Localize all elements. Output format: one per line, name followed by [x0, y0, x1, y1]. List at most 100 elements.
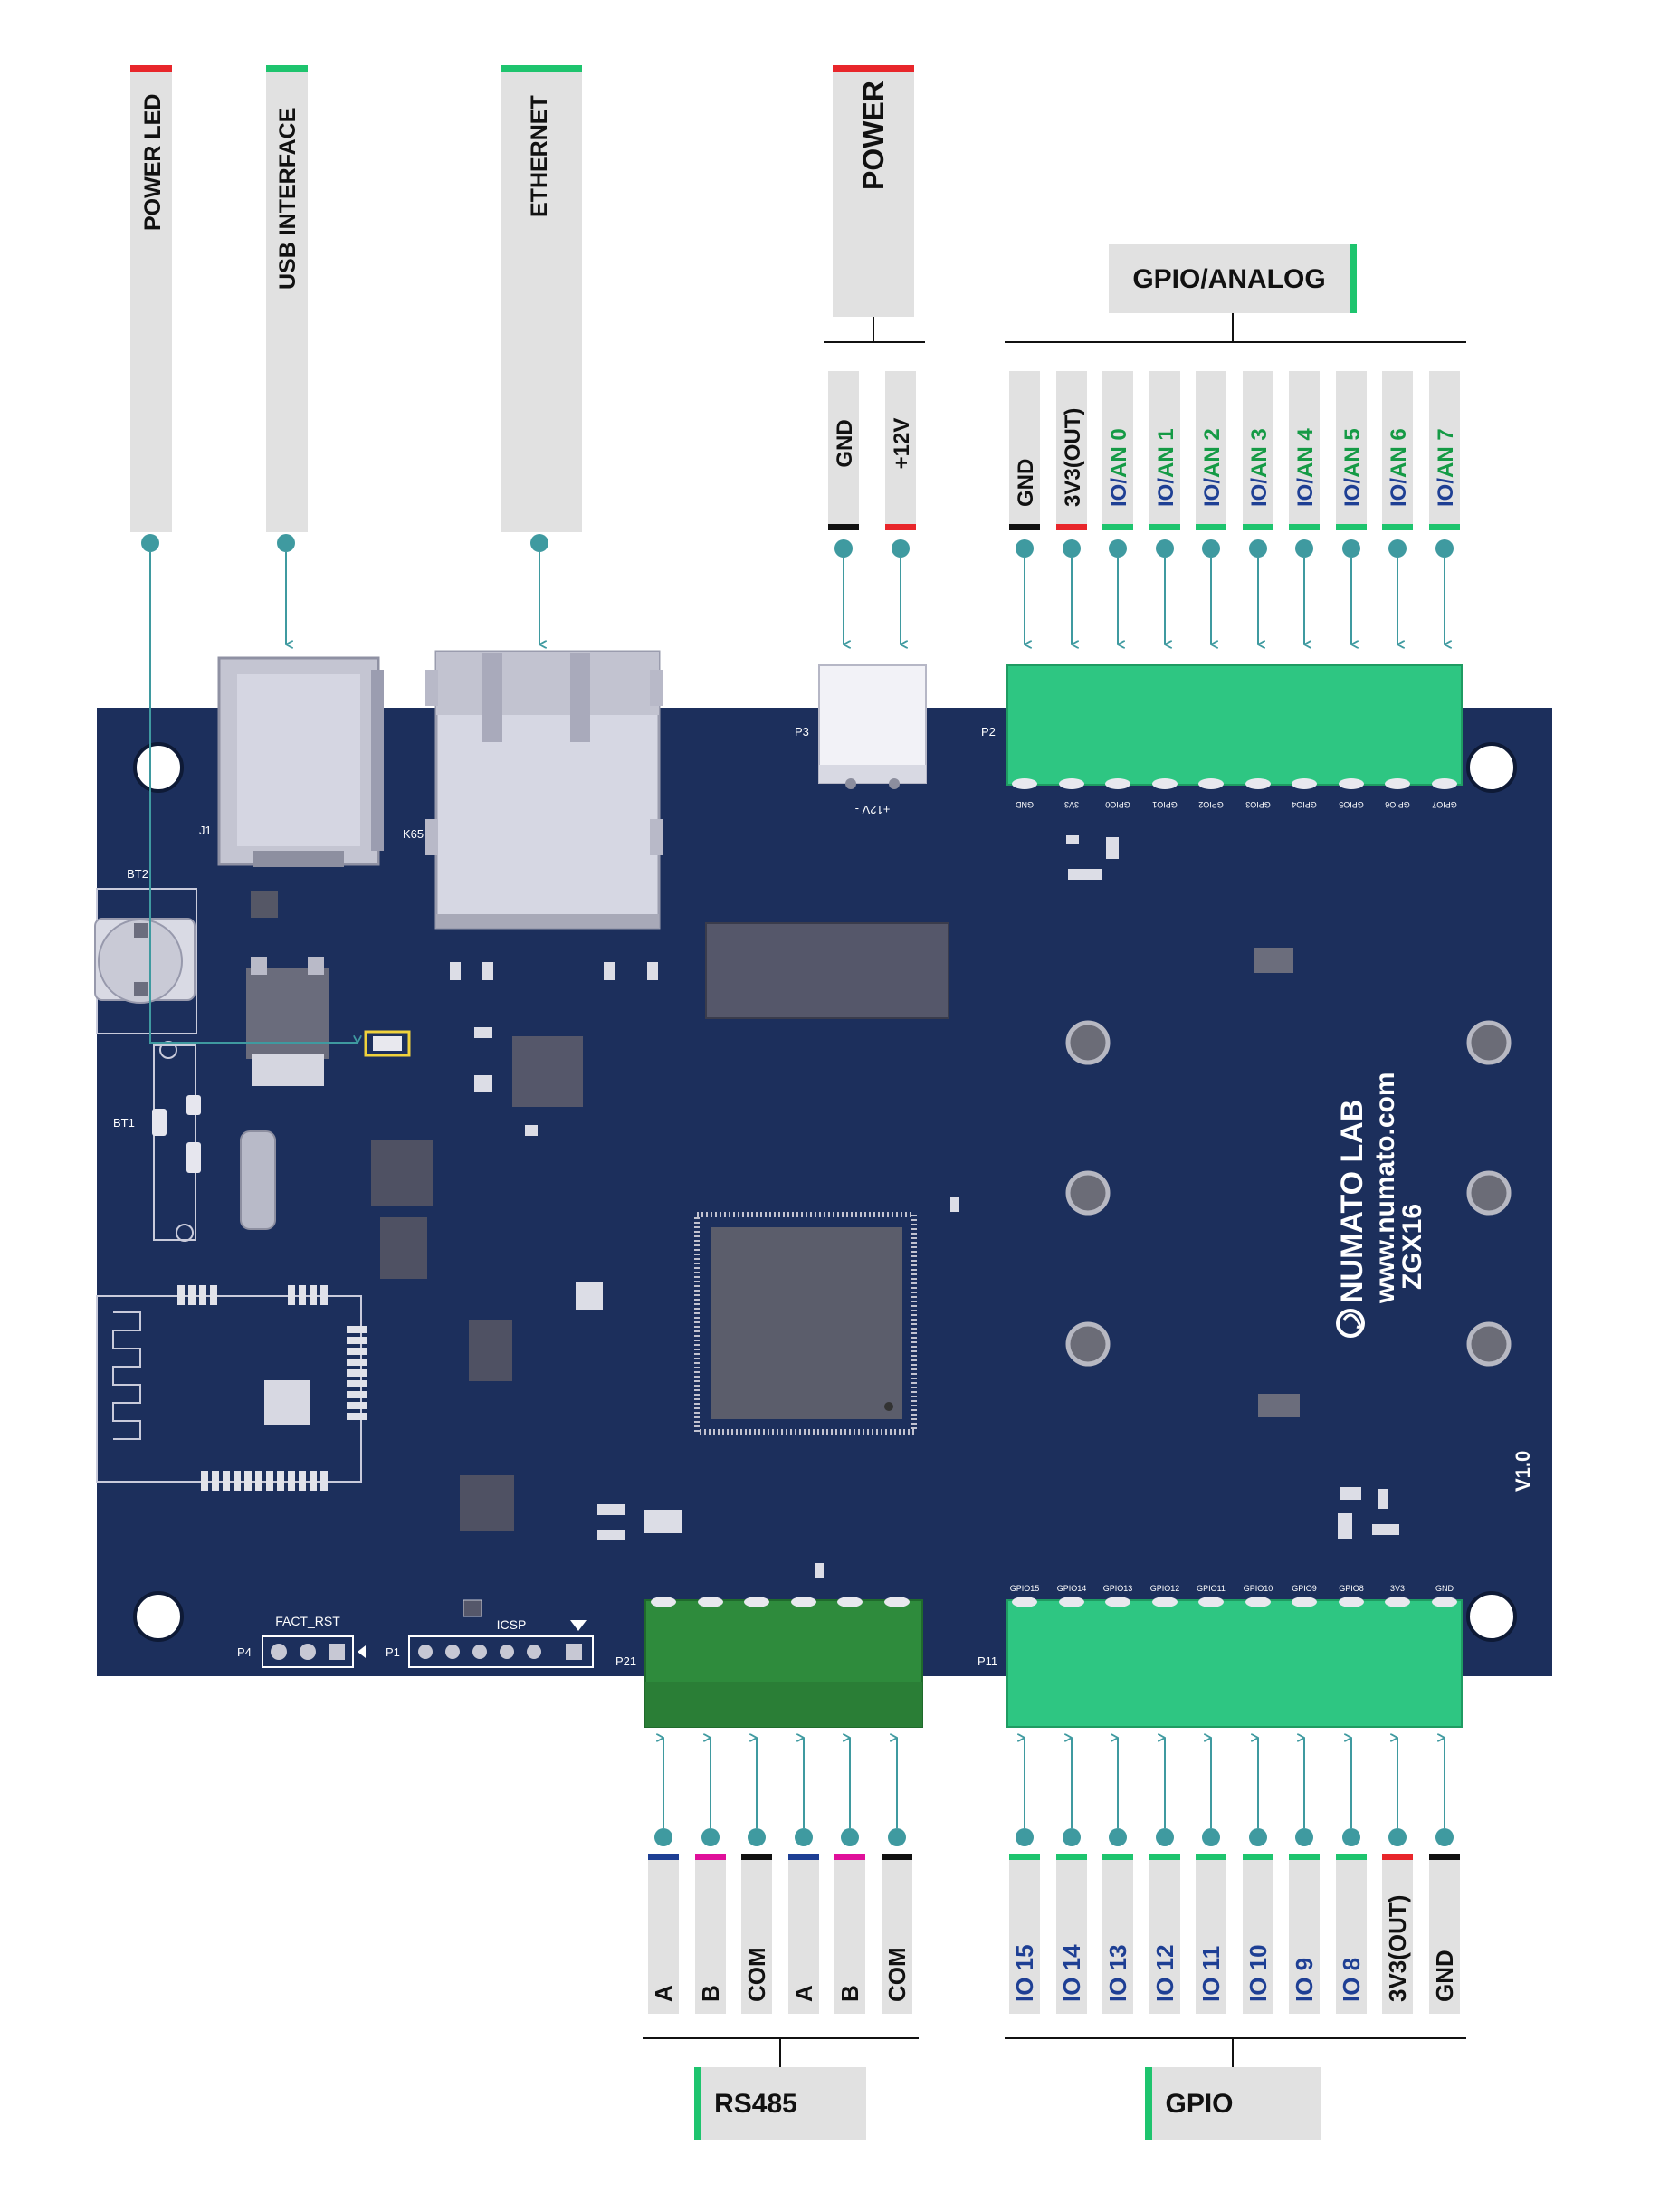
relay-ic — [705, 922, 949, 1019]
power-pin-12v: +12V — [885, 371, 916, 644]
module-pad — [310, 1471, 317, 1491]
module-pad — [201, 1471, 208, 1491]
pin-accent-bar — [1196, 1854, 1226, 1860]
smd-part — [1340, 1487, 1361, 1500]
callout-label-bg — [833, 72, 914, 317]
board-model: ZGX16 — [1397, 1204, 1427, 1290]
brand-mark — [1336, 1309, 1365, 1338]
connector-dot — [1388, 539, 1407, 558]
gpio-analog-pin-label: GND — [1014, 459, 1038, 507]
header-pin — [527, 1645, 541, 1659]
ic-small — [460, 1475, 514, 1531]
connector-dot — [1016, 539, 1034, 558]
terminal-screw — [791, 1597, 816, 1607]
silk-power-polarity: +12V - — [855, 803, 891, 816]
power-led-highlight — [364, 1030, 411, 1057]
terminal-screw — [1432, 778, 1457, 789]
pin-label-bg — [1196, 1854, 1226, 2014]
pin-accent-bar — [1102, 524, 1133, 530]
pin-accent-bar — [1289, 1854, 1320, 1860]
gpio-analog-pin: IO/AN 5 — [1336, 371, 1367, 644]
connector-dot — [1388, 1828, 1407, 1846]
module-pad — [288, 1471, 295, 1491]
module-pad — [347, 1369, 367, 1377]
designator-p21: P21 — [615, 1654, 636, 1668]
pin-accent-bar — [741, 1854, 772, 1860]
smd-part — [1378, 1489, 1388, 1509]
bolt — [1065, 1020, 1111, 1065]
pin-accent-bar — [1196, 524, 1226, 530]
connector-dot — [795, 1828, 813, 1846]
bolt — [1466, 1321, 1512, 1367]
p2-pin-silk: 3V3 — [1064, 800, 1079, 809]
rs485-pin-label: COM — [883, 1947, 911, 2002]
terminal-screw — [1059, 1597, 1084, 1607]
p11-pin-silk: GPIO13 — [1103, 1584, 1133, 1593]
group-label-bg — [694, 2067, 866, 2140]
connector-dot — [1202, 1828, 1220, 1846]
gpio-pin-label: IO 9 — [1291, 1958, 1318, 2002]
group-label-bg — [1145, 2067, 1321, 2140]
group-accent-bar — [694, 2067, 701, 2140]
pin-accent-bar — [834, 1854, 865, 1860]
smd-part — [597, 1530, 625, 1540]
terminal-screw — [1385, 778, 1410, 789]
terminal-screw — [837, 1597, 863, 1607]
gpio-pin: IO 13 — [1102, 1738, 1133, 2014]
module-pad — [234, 1471, 241, 1491]
terminal-screw — [1152, 778, 1178, 789]
pin-accent-bar — [882, 1854, 912, 1860]
connector-dot — [834, 539, 853, 558]
connector-dot — [1202, 539, 1220, 558]
module-pad — [288, 1285, 295, 1305]
gpio-analog-pin: IO/AN 1 — [1149, 371, 1180, 644]
pin-accent-bar — [695, 1854, 726, 1860]
gpio-analog-pin-label: IO/AN 1 — [1154, 428, 1178, 507]
power-connector — [818, 664, 927, 789]
wifi-module — [96, 1285, 367, 1491]
gpio-analog-pin: IO/AN 6 — [1382, 371, 1413, 644]
power-led-connector-line — [149, 552, 358, 1044]
terminal-screw — [1432, 1597, 1457, 1607]
connector-dot — [1249, 1828, 1267, 1846]
pin-label-bg — [1429, 1854, 1460, 2014]
bolt — [1466, 1020, 1512, 1065]
rs485-pin: COM — [882, 1738, 912, 2014]
gpio-analog-pin-label: IO/AN 3 — [1247, 428, 1272, 507]
module-pad — [266, 1471, 273, 1491]
module-pad — [244, 1471, 252, 1491]
callout-accent-bar — [833, 65, 914, 72]
module-pad — [210, 1285, 217, 1305]
gpio-pin: IO 9 — [1289, 1738, 1320, 2014]
gpio-analog-pin-label: IO/AN 5 — [1340, 428, 1365, 507]
module-pad — [299, 1285, 306, 1305]
terminal-screw — [698, 1597, 723, 1607]
terminal-screw — [1198, 778, 1224, 789]
small-ic — [1254, 948, 1293, 973]
smd-part — [525, 1125, 538, 1136]
pin-accent-bar — [1243, 524, 1273, 530]
gpio-pin-label: GND — [1431, 1950, 1458, 2002]
p2-pin-silk: GPIO2 — [1198, 800, 1224, 809]
connector-dot — [654, 1828, 672, 1846]
connector-dot — [841, 1828, 859, 1846]
rs485-pin: A — [648, 1738, 679, 2014]
pin-accent-bar — [1382, 1854, 1413, 1860]
module-pad — [320, 1285, 328, 1305]
gpio-pin: GND — [1429, 1738, 1460, 2014]
pin-label-bg — [648, 1854, 679, 2014]
designator-bt1: BT1 — [113, 1116, 135, 1130]
pin-label-bg — [1429, 371, 1460, 530]
smd-part — [474, 1027, 492, 1038]
module-pad — [347, 1348, 367, 1355]
p11-pin-silk: GPIO11 — [1197, 1584, 1226, 1593]
module-pad — [310, 1285, 317, 1305]
small-ic — [251, 891, 278, 918]
pin-accent-bar — [1056, 524, 1087, 530]
gpio-analog-pin: IO/AN 7 — [1429, 371, 1460, 644]
bolt — [1466, 1170, 1512, 1216]
gpio-analog-pin-label: IO/AN 7 — [1434, 428, 1458, 507]
smd-part — [644, 1510, 682, 1533]
coin-cell-holder — [94, 888, 197, 1034]
terminal-screw — [1292, 1597, 1317, 1607]
